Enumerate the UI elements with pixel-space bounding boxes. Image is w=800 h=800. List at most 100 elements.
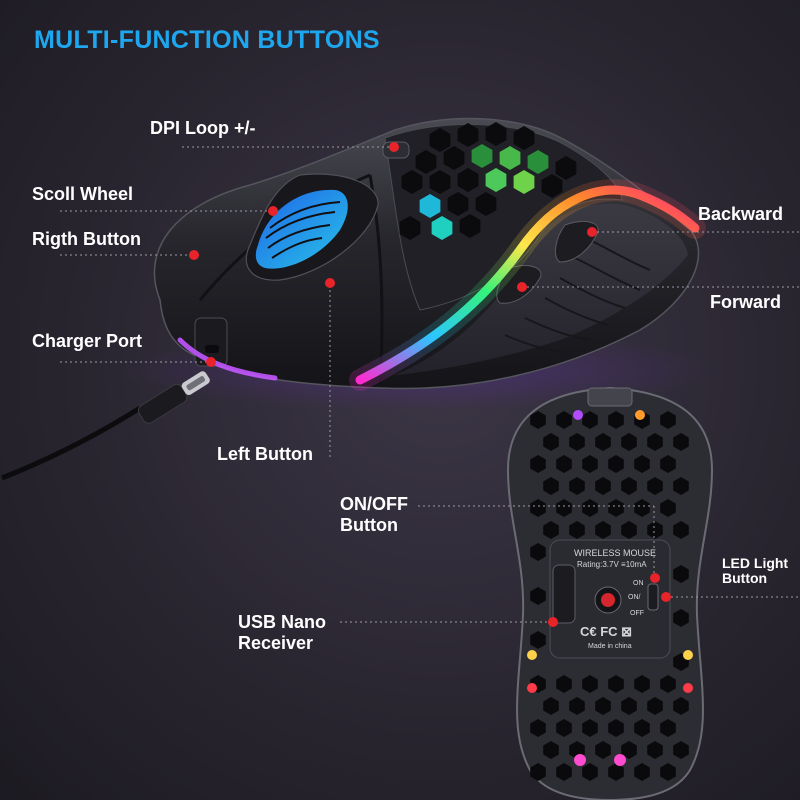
vent-hexagon [647,741,663,759]
vent-hexagon [555,156,577,180]
vent-hexagon [647,697,663,715]
vent-hexagon [543,741,559,759]
vent-hexagon [660,411,676,429]
vent-hexagon [647,433,663,451]
vent-hexagon [673,697,689,715]
callout-led-light-button: LED Light Button [722,556,788,586]
vent-hexagon [527,150,549,174]
callout-left-button: Left Button [217,444,313,464]
vent-hexagon [569,477,585,495]
vent-hexagon [556,499,572,517]
vent-hexagon [485,168,507,192]
vent-hexagon [608,719,624,737]
vent-hexagon [543,697,559,715]
vent-hexagon [595,477,611,495]
vent-hexagon [660,763,676,781]
callout-usb-line2: Receiver [238,633,314,653]
vent-hexagon [608,499,624,517]
vent-hexagon [673,565,689,583]
callout-led-line1: LED Light [722,555,789,571]
vent-hexagon [530,411,546,429]
vent-hexagon [595,697,611,715]
marker-right [189,250,199,260]
vent-hexagon [431,216,453,240]
vent-hexagon [673,521,689,539]
usb-c-plug [137,371,210,424]
vent-hexagon [595,521,611,539]
vent-hexagon [634,763,650,781]
underside-rating-text: Rating:3.7V ≡10mA [577,560,647,569]
vent-hexagon [582,719,598,737]
scroll-wheel-treads [265,201,341,259]
vent-hexagon [621,697,637,715]
vent-hexagon [621,433,637,451]
vent-hexagon [530,499,546,517]
vent-hexagon [634,455,650,473]
vent-hexagon [471,144,493,168]
usb-cable [1,405,142,481]
mouse-side-view [153,117,706,391]
vent-hexagon [582,411,598,429]
vent-hexagon [595,741,611,759]
underside-switch-mid: ON/ [628,594,641,601]
vent-hexagon [660,675,676,693]
vent-hexagon [582,455,598,473]
vent-hexagon [634,719,650,737]
vent-hexagon [541,174,563,198]
vent-hexagon [569,433,585,451]
marker-left [325,278,335,288]
vent-hexagon [530,455,546,473]
vent-hexagon [485,122,507,146]
callout-charger-port: Charger Port [32,331,143,351]
callout-scroll-wheel: Scoll Wheel [32,184,134,204]
vent-hexagon [459,214,481,238]
vent-hexagon [530,763,546,781]
marker-usb [548,617,558,627]
vent-hexagon [415,150,437,174]
underside-certification: C€ FC ⊠ [580,624,633,639]
callout-markers [189,142,671,627]
vent-hexagon [673,477,689,495]
vent-hexagon [401,170,423,194]
callout-right-button: Rigth Button [32,229,141,249]
callout-dpi-loop: DPI Loop +/- [150,118,256,138]
vent-hexagon [660,499,676,517]
marker-led [661,592,671,602]
vent-hexagon [457,123,479,147]
vent-hexagon [513,170,535,194]
vent-hexagon [513,126,535,150]
vent-hexagon [621,741,637,759]
vent-hexagon [660,719,676,737]
marker-backward [587,227,597,237]
vent-hexagon [399,216,421,240]
vent-hexagon [621,477,637,495]
marker-scroll [268,206,278,216]
vent-hexagon [608,675,624,693]
vent-hexagon [569,697,585,715]
vent-hexagon [673,433,689,451]
callout-led-line2: Button [722,570,768,586]
callout-usb-nano-receiver: USB Nano Receiver [238,612,326,654]
marker-dpi [389,142,399,152]
page-title: MULTI-FUNCTION BUTTONS [34,26,380,54]
side-grip-ribs [504,239,651,353]
vent-hexagon [582,499,598,517]
callout-on-off-line2: Button [340,515,398,535]
vent-hexagon [634,499,650,517]
callout-on-off-line1: ON/OFF [340,494,408,514]
mouse-underside-view [506,386,714,800]
vent-hexagon [582,763,598,781]
vent-hexagon [647,477,663,495]
vent-hexagon [556,675,572,693]
marker-onoff [650,573,660,583]
vent-hexagon [530,719,546,737]
vent-hexagon [530,543,546,561]
leader-lines [60,146,800,623]
underside-made-in: Made in china [588,643,632,650]
underside-switch-off: OFF [630,610,644,617]
vent-hexagon [569,521,585,539]
vent-hexagon [556,411,572,429]
vent-hexagon [499,146,521,170]
callout-usb-line1: USB Nano [238,612,327,632]
